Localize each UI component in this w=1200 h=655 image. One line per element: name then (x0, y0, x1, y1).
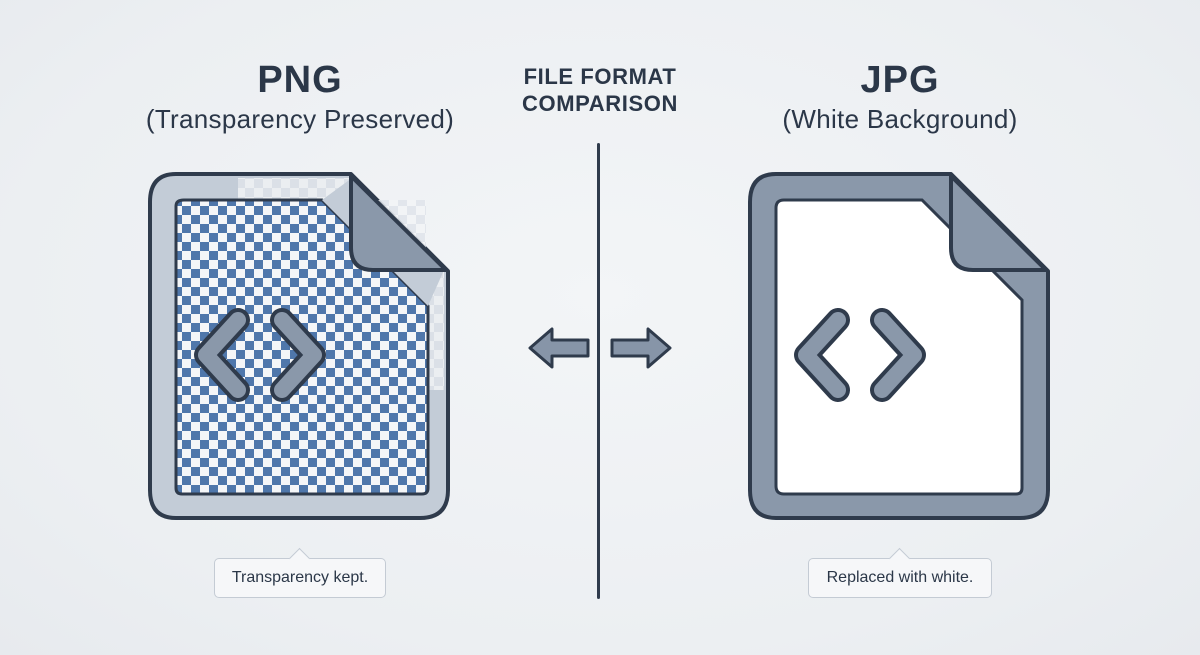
jpg-title: JPG (860, 59, 940, 101)
png-title: PNG (257, 59, 343, 101)
center-divider (597, 143, 600, 599)
comparison-label-line-2: COMPARISON (522, 91, 678, 116)
jpg-file-icon (748, 172, 1050, 520)
comparison-label-line-1: FILE FORMAT (523, 64, 677, 89)
jpg-heading: JPG (White Background) (700, 58, 1100, 136)
png-subtitle: (Transparency Preserved) (145, 104, 455, 134)
jpg-caption: Replaced with white. (808, 558, 992, 598)
comparison-label: FILE FORMAT COMPARISON (480, 63, 720, 117)
png-heading: PNG (Transparency Preserved) (100, 58, 500, 136)
png-caption: Transparency kept. (214, 558, 386, 598)
arrow-left-icon (528, 327, 590, 369)
arrow-right-icon (610, 327, 672, 369)
png-file-icon (148, 172, 450, 520)
jpg-subtitle: (White Background) (782, 104, 1018, 134)
